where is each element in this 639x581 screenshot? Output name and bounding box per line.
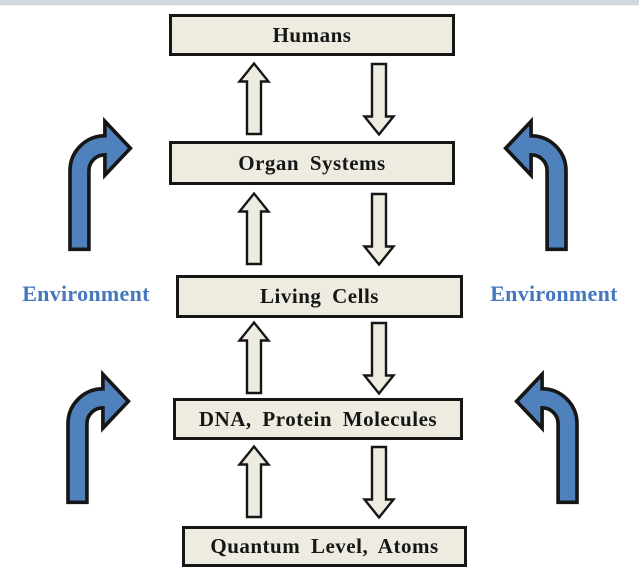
level-label-living-cells: Living Cells [260, 284, 379, 308]
down-arrow-icon-4 [362, 445, 396, 520]
curved-arrow-icon-left-bottom [66, 369, 131, 505]
level-box-humans: Humans [169, 14, 455, 56]
curved-arrow-icon-left-top [68, 116, 133, 252]
up-arrow-icon-4 [237, 444, 271, 519]
up-arrow-icon-3 [237, 320, 271, 395]
down-arrow-icon-1 [362, 62, 396, 137]
down-arrow-icon-3 [362, 321, 396, 396]
level-box-living-cells: Living Cells [176, 275, 463, 318]
level-label-organ-systems: Organ Systems [238, 150, 386, 175]
environment-label-right: Environment [490, 281, 618, 306]
curved-arrow-icon-right-top [503, 116, 568, 252]
top-strip [0, 0, 639, 6]
down-arrow-icon-2 [362, 192, 396, 267]
up-arrow-icon-2 [237, 191, 271, 266]
level-box-quantum-level-atoms: Quantum Level, Atoms [182, 526, 467, 567]
up-arrow-icon-1 [237, 61, 271, 136]
level-box-dna-protein-molecules: DNA, Protein Molecules [173, 398, 463, 440]
level-box-organ-systems: Organ Systems [169, 141, 455, 185]
level-label-humans: Humans [272, 22, 352, 47]
environment-label-left: Environment [22, 281, 150, 306]
level-label-dna-protein-molecules: DNA, Protein Molecules [198, 406, 438, 431]
level-label-quantum-level-atoms: Quantum Level, Atoms [210, 534, 439, 558]
curved-arrow-icon-right-bottom [514, 369, 579, 505]
